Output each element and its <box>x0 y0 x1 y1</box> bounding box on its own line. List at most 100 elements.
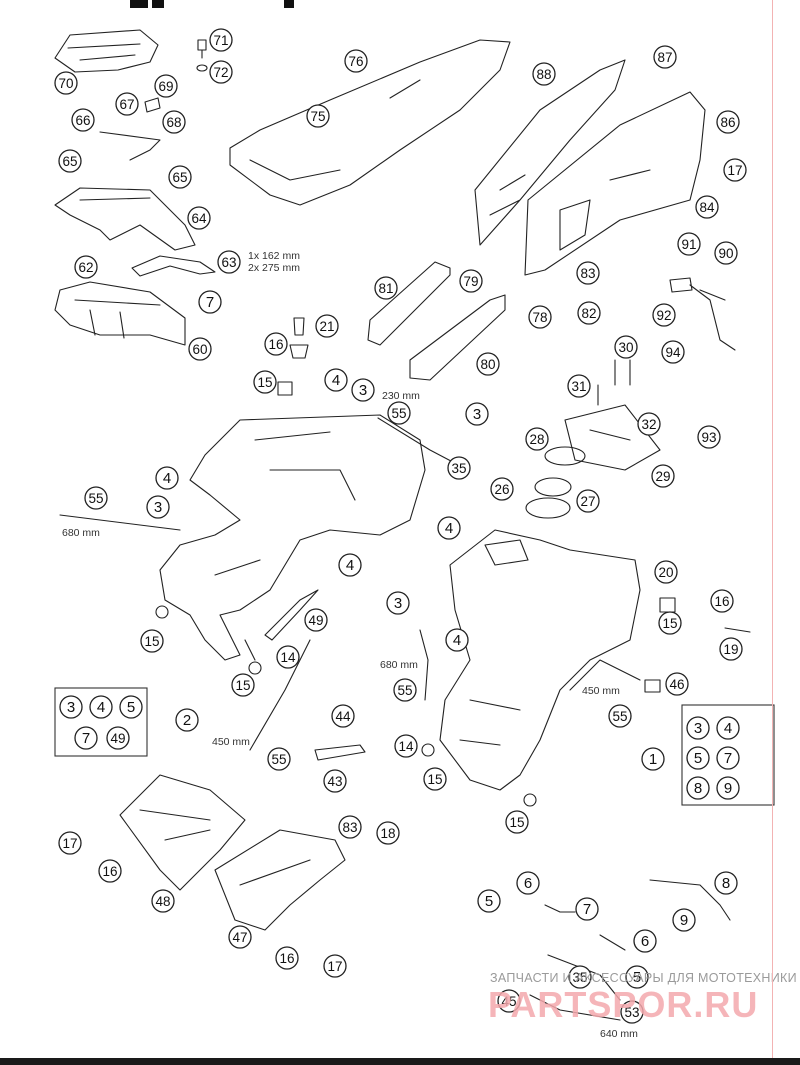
callout-number: 4 <box>445 520 453 537</box>
callout-number: 3 <box>359 382 367 399</box>
callout-ring <box>175 708 199 732</box>
callout-ring <box>162 110 186 134</box>
callout-number: 79 <box>463 274 478 289</box>
callout-number: 66 <box>75 113 90 128</box>
callout-45: 45 <box>497 989 521 1013</box>
callout-number: 17 <box>62 836 77 851</box>
callout-ring <box>633 929 657 953</box>
callout-number: 5 <box>485 893 493 910</box>
callout-ring <box>54 71 78 95</box>
callout-number: 91 <box>681 237 696 252</box>
callout-ring <box>686 776 710 800</box>
callout-ring <box>198 290 222 314</box>
callout-66: 66 <box>71 108 95 132</box>
callout-ring <box>338 553 362 577</box>
callout-79: 79 <box>459 269 483 293</box>
callout-29: 29 <box>651 464 675 488</box>
callout-number: 7 <box>724 750 732 767</box>
callout-number: 83 <box>342 820 357 835</box>
callout-number: 87 <box>657 50 672 65</box>
callout-4: 4 <box>338 553 362 577</box>
callout-ring <box>217 250 241 274</box>
callout-number: 8 <box>694 780 702 797</box>
callout-number: 3 <box>473 406 481 423</box>
callout-ring <box>716 746 740 770</box>
callout-number: 18 <box>380 826 395 841</box>
dimension-label-d680a: 680 mm <box>62 527 100 539</box>
part-8-shape <box>649 879 731 921</box>
callout-number: 17 <box>327 959 342 974</box>
callout-ring <box>716 110 740 134</box>
callout-number: 5 <box>694 750 702 767</box>
callout-number: 30 <box>618 340 633 355</box>
callout-number: 92 <box>656 308 671 323</box>
callout-55: 55 <box>387 401 411 425</box>
callout-ring <box>695 195 719 219</box>
callout-14: 14 <box>276 645 300 669</box>
callout-ring <box>187 206 211 230</box>
callout-28: 28 <box>525 427 549 451</box>
part-2-frame-shape <box>159 414 426 661</box>
callout-ring <box>231 673 255 697</box>
callout-ring <box>437 516 461 540</box>
watermark-logo: PARTSPOR.RU <box>488 984 759 1025</box>
callout-number: 3 <box>154 499 162 516</box>
part-14b-shape <box>421 743 435 757</box>
part-60-shape <box>54 281 186 346</box>
callout-16: 16 <box>264 332 288 356</box>
callout-ring <box>651 464 675 488</box>
part-79-shape <box>474 59 626 246</box>
callout-18: 18 <box>376 821 400 845</box>
callout-number: 53 <box>624 1005 639 1020</box>
part-48-shape <box>119 774 246 891</box>
part-80-shape <box>409 294 506 381</box>
callout-number: 16 <box>102 864 117 879</box>
callout-55: 55 <box>393 678 417 702</box>
part-90-shape <box>669 277 736 351</box>
callout-number: 93 <box>701 430 716 445</box>
callout-7: 7 <box>716 746 740 770</box>
callout-number: 65 <box>172 170 187 185</box>
callout-91: 91 <box>677 232 701 256</box>
callout-ring <box>577 301 601 325</box>
callout-number: 48 <box>155 894 170 909</box>
callout-ring <box>710 589 734 613</box>
callout-number: 15 <box>235 678 250 693</box>
callout-ring <box>393 678 417 702</box>
callout-number: 62 <box>78 260 93 275</box>
callout-86: 86 <box>716 110 740 134</box>
callout-ring <box>323 954 347 978</box>
callout-31: 31 <box>567 374 591 398</box>
callout-ring <box>315 314 339 338</box>
callout-6: 6 <box>516 871 540 895</box>
callout-ring <box>714 241 738 265</box>
callout-15: 15 <box>423 767 447 791</box>
callout-15: 15 <box>658 611 682 635</box>
callout-75: 75 <box>306 104 330 128</box>
part-55-hose-c <box>419 629 429 701</box>
part-15a-shape <box>155 605 169 619</box>
callout-ring <box>387 401 411 425</box>
part-28-shape <box>544 446 586 466</box>
callout-number: 7 <box>206 294 214 311</box>
part-81-shape <box>367 261 451 346</box>
callout-ring <box>394 734 418 758</box>
part-1-tank-shape <box>439 529 641 791</box>
callout-ring <box>608 704 632 728</box>
callout-16: 16 <box>98 859 122 883</box>
callout-ring <box>351 378 375 402</box>
callout-ring <box>697 425 721 449</box>
callout-number: 8 <box>722 875 730 892</box>
callout-number: 1 <box>649 751 657 768</box>
callout-number: 4 <box>332 372 340 389</box>
callout-number: 3 <box>394 595 402 612</box>
callout-3: 3 <box>465 402 489 426</box>
part-6-shape <box>544 904 626 951</box>
callout-number: 5 <box>127 699 135 716</box>
callout-number: 64 <box>191 211 207 226</box>
callout-number: 15 <box>509 815 524 830</box>
callout-14: 14 <box>394 734 418 758</box>
callout-number: 70 <box>58 76 73 91</box>
part-27-shape <box>534 477 572 497</box>
callout-43: 43 <box>323 769 347 793</box>
